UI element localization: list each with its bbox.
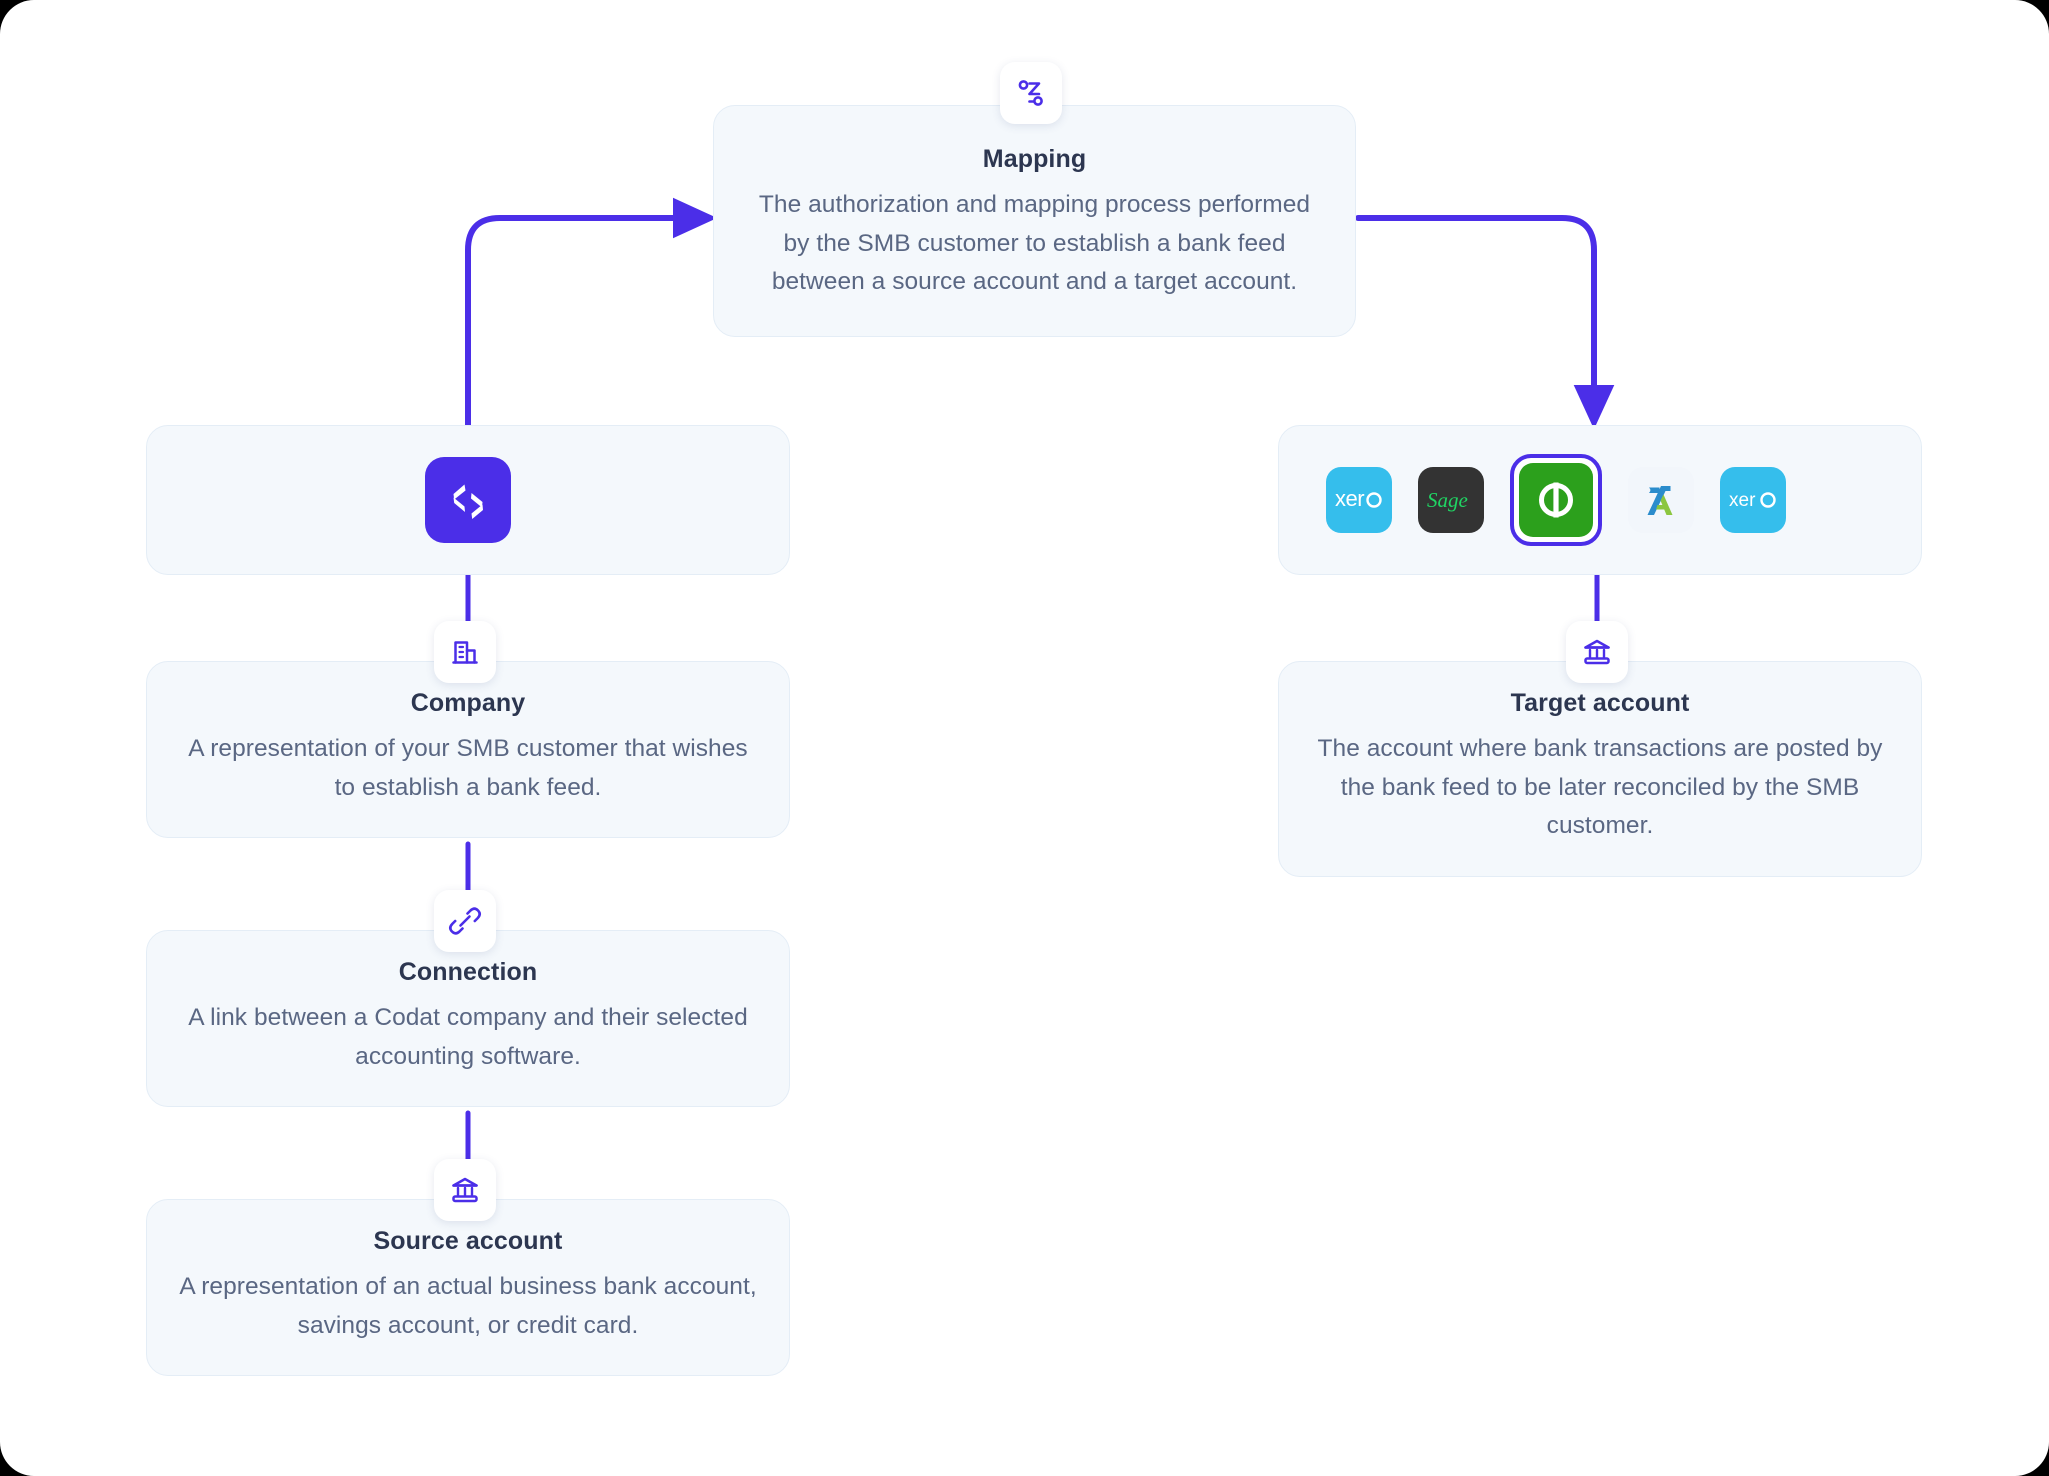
connection-card-title: Connection <box>398 958 538 986</box>
connection-card: Connection A link between a Codat compan… <box>146 930 790 1108</box>
target-account-icon-chip <box>1566 621 1628 683</box>
source-account-card-title: Source account <box>373 1227 563 1255</box>
platform-tile-xero-1[interactable]: xer <box>1326 467 1392 533</box>
connector-codat-to-mapping <box>465 197 718 428</box>
svg-text:xer: xer <box>1335 487 1364 511</box>
company-card: Company A representation of your SMB cus… <box>146 661 790 839</box>
platform-tile-quickbooks-selected[interactable] <box>1510 454 1602 546</box>
mapping-icon <box>1018 80 1043 106</box>
quickbooks-logo-icon <box>1539 482 1573 518</box>
source-account-card-description: A representation of an actual business b… <box>179 1273 757 1339</box>
connector-mapping-to-platforms <box>1355 215 1615 430</box>
mapping-card-description: The authorization and mapping process pe… <box>758 191 1311 296</box>
mapping-card-title: Mapping <box>982 145 1087 173</box>
svg-text:xer: xer <box>1729 490 1756 511</box>
platform-logo-row: xer Sage <box>1279 454 1786 546</box>
mapping-icon-chip <box>1000 62 1062 124</box>
freeagent-logo-icon <box>1647 486 1673 515</box>
codat-card <box>146 425 790 575</box>
codat-logo-icon <box>425 457 511 543</box>
target-account-card: Target account The account where bank tr… <box>1278 661 1922 878</box>
xero-logo-icon: xer <box>1335 487 1382 511</box>
sage-logo-icon: Sage <box>1427 488 1468 512</box>
bank-icon <box>452 1177 478 1203</box>
company-icon-chip <box>434 621 496 683</box>
code-chevrons-icon <box>453 484 483 519</box>
xero-logo-icon: xer <box>1729 490 1776 511</box>
company-building-icon <box>452 641 478 664</box>
link-icon <box>449 907 481 935</box>
connection-icon-chip <box>434 890 496 952</box>
target-account-card-title: Target account <box>1510 689 1690 717</box>
company-card-title: Company <box>410 689 526 717</box>
bank-icon <box>1584 639 1610 665</box>
platform-tile-freeagent[interactable] <box>1628 467 1694 533</box>
company-card-description: A representation of your SMB customer th… <box>188 735 748 801</box>
platform-tile-sage[interactable]: Sage <box>1418 467 1484 533</box>
platform-tile-xero-2[interactable]: xer <box>1720 467 1786 533</box>
platforms-card: xer Sage <box>1278 425 1922 575</box>
target-account-card-description: The account where bank transactions are … <box>1317 735 1883 840</box>
source-account-icon-chip <box>434 1159 496 1221</box>
svg-text:Sage: Sage <box>1427 488 1468 512</box>
source-account-card: Source account A representation of an ac… <box>146 1199 790 1377</box>
quickbooks-tile <box>1519 463 1593 537</box>
mapping-card: Mapping The authorization and mapping pr… <box>713 105 1356 338</box>
connection-card-description: A link between a Codat company and their… <box>188 1004 748 1070</box>
